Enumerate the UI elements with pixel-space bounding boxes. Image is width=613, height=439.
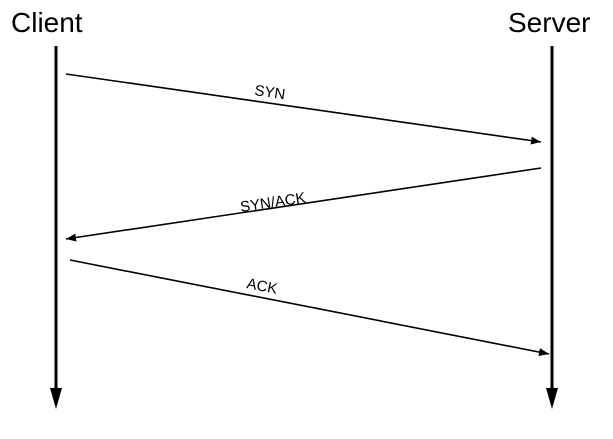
message-arrow-syn <box>65 73 542 145</box>
message-label-synack: SYN/ACK <box>239 189 307 216</box>
client-lifeline-arrowhead <box>50 388 62 409</box>
message-arrow-synack <box>65 167 542 242</box>
message-label-ack: ACK <box>245 275 279 298</box>
client-label: Client <box>11 7 83 38</box>
message-label-syn: SYN <box>253 82 286 103</box>
message-arrow-ack <box>69 259 550 356</box>
server-lifeline-arrowhead <box>546 388 558 409</box>
server-label: Server <box>508 7 591 38</box>
